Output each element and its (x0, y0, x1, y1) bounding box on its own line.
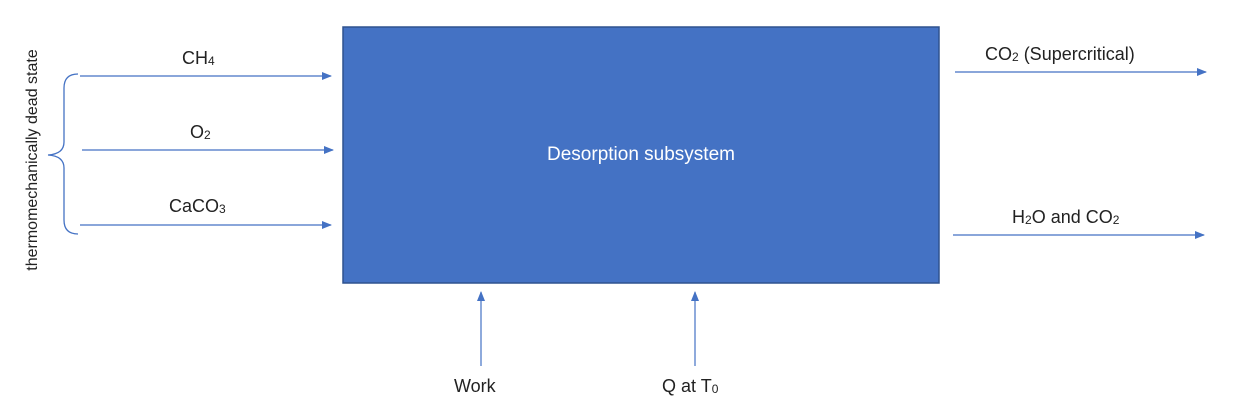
h2o-co2-label: H2O and CO2 (1012, 207, 1120, 227)
co2-supercritical-label: CO2 (Supercritical) (985, 44, 1135, 64)
desorption-subsystem-label: Desorption subsystem (547, 144, 735, 165)
ch4-label: CH4 (182, 48, 215, 68)
work-label: Work (454, 376, 496, 396)
caco3-label: CaCO3 (169, 196, 226, 216)
o2-label: O2 (190, 122, 211, 142)
desorption-subsystem-box (342, 26, 940, 284)
heat-label: Q at T0 (662, 376, 719, 396)
dead-state-brace (47, 73, 79, 235)
dead-state-label: thermomechanically dead state (24, 49, 41, 271)
